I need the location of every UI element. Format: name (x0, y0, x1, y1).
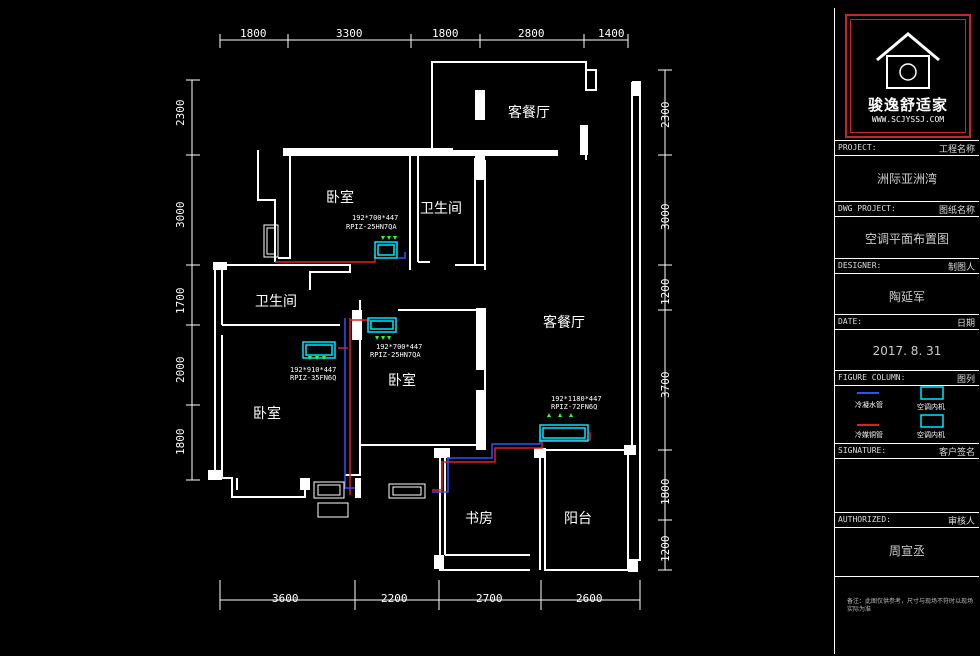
ac2-size: 192*700*447 (376, 343, 422, 351)
dim-bottom-3: 2700 (476, 592, 503, 605)
dim-right-1: 2300 (659, 102, 672, 129)
house-icon (876, 32, 940, 89)
brand-url: WWW.SCJYSSJ.COM (871, 115, 945, 124)
dwg-header: DWG PROJECT:图纸名称 (835, 201, 979, 217)
authorized-value: 周宣丞 (888, 544, 925, 558)
note-text: 备注：此图仅供参考，尺寸与现场不符时以现场实际为准 (847, 598, 974, 613)
title-block: 骏逸舒适家 WWW.SCJYSSJ.COM PROJECT:工程名称 洲际亚洲湾… (834, 8, 979, 654)
date-header: DATE:日期 (835, 314, 979, 330)
ac-unit-2 (367, 317, 397, 333)
figure-header: FIGURE COLUMN:图列 (835, 370, 979, 386)
room-living-main: 客餐厅 (543, 314, 585, 331)
room-study: 书房 (465, 511, 493, 527)
room-bedroom-left: 卧室 (253, 405, 281, 422)
ac-unit-4 (539, 424, 589, 442)
dim-bottom-2: 2200 (381, 592, 408, 605)
dim-top-1: 1800 (240, 27, 267, 40)
dim-right-4: 3700 (659, 372, 672, 399)
ac-unit-3 (302, 341, 336, 359)
ac2-model: RPIZ-25HN7QA (370, 351, 421, 359)
ac3-size: 192*910*447 (290, 366, 336, 374)
legend-unit-2: 空调内机 (917, 431, 945, 439)
dim-top-3: 1800 (432, 27, 459, 40)
ac1-model: RPIZ-25HN7QA (346, 223, 397, 231)
project-value: 洲际亚洲湾 (876, 172, 937, 186)
floor-plan: 1800 3300 1800 2800 1400 3600 2200 2700 … (174, 27, 672, 610)
room-living-top: 客餐厅 (508, 104, 550, 121)
company-logo: 骏逸舒适家 WWW.SCJYSSJ.COM (845, 14, 971, 138)
dim-top-4: 2800 (518, 27, 545, 40)
dim-bottom-1: 3600 (272, 592, 299, 605)
legend-unit-1: 空调内机 (917, 403, 945, 411)
dim-left-1: 2300 (174, 100, 187, 127)
legend-drain: 冷凝水管 (855, 401, 883, 409)
legend-symbols (857, 386, 944, 428)
dim-right-5: 1800 (659, 479, 672, 506)
dim-right-6: 1200 (659, 536, 672, 563)
room-bedroom-top: 卧室 (326, 189, 354, 206)
room-bath-top: 卫生间 (420, 201, 462, 217)
dim-top-5: 1400 (598, 27, 625, 40)
dim-left-5: 1800 (174, 429, 187, 456)
project-header: PROJECT:工程名称 (835, 140, 979, 156)
dim-top-2: 3300 (336, 27, 363, 40)
signature-header: SIGNATURE:客户签名 (835, 443, 979, 459)
dim-left-4: 2000 (174, 357, 187, 384)
room-balcony: 阳台 (564, 511, 592, 527)
dim-right-3: 1200 (659, 279, 672, 306)
outdoor-units (263, 224, 426, 518)
authorized-header: AUTHORIZED:审核人 (835, 512, 979, 528)
designer-header: DESIGNER:制图人 (835, 258, 979, 274)
dim-left-group: 2300 3000 1700 2000 1800 (174, 100, 187, 456)
brand-name: 骏逸舒适家 (867, 96, 948, 114)
solid-walls (208, 82, 639, 572)
airflow-icons (308, 236, 573, 417)
room-bath-left: 卫生间 (255, 294, 297, 310)
designer-value: 陶延军 (888, 290, 925, 304)
ac4-size: 192*1180*447 (551, 395, 602, 403)
dwg-value: 空调平面布置图 (864, 232, 949, 246)
pipes (275, 252, 591, 495)
dim-right-2: 3000 (659, 204, 672, 231)
ac1-size: 192*700*447 (352, 214, 398, 222)
divider (835, 576, 979, 577)
dim-right-group: 2300 3000 1200 3700 1800 1200 (659, 102, 672, 563)
dim-left-2: 3000 (174, 202, 187, 229)
ac4-model: RPIZ-72FN6Q (551, 403, 597, 411)
ac-unit-1 (374, 241, 398, 259)
dimension-lines (186, 34, 672, 610)
room-bedroom-mid: 卧室 (388, 372, 416, 389)
date-value: 2017. 8. 31 (872, 344, 942, 358)
dim-left-3: 1700 (174, 288, 187, 315)
dim-bottom-4: 2600 (576, 592, 603, 605)
ac-units (302, 241, 589, 442)
ac3-model: RPIZ-35FN6Q (290, 374, 336, 382)
legend-refrigerant: 冷媒铜管 (855, 431, 883, 439)
